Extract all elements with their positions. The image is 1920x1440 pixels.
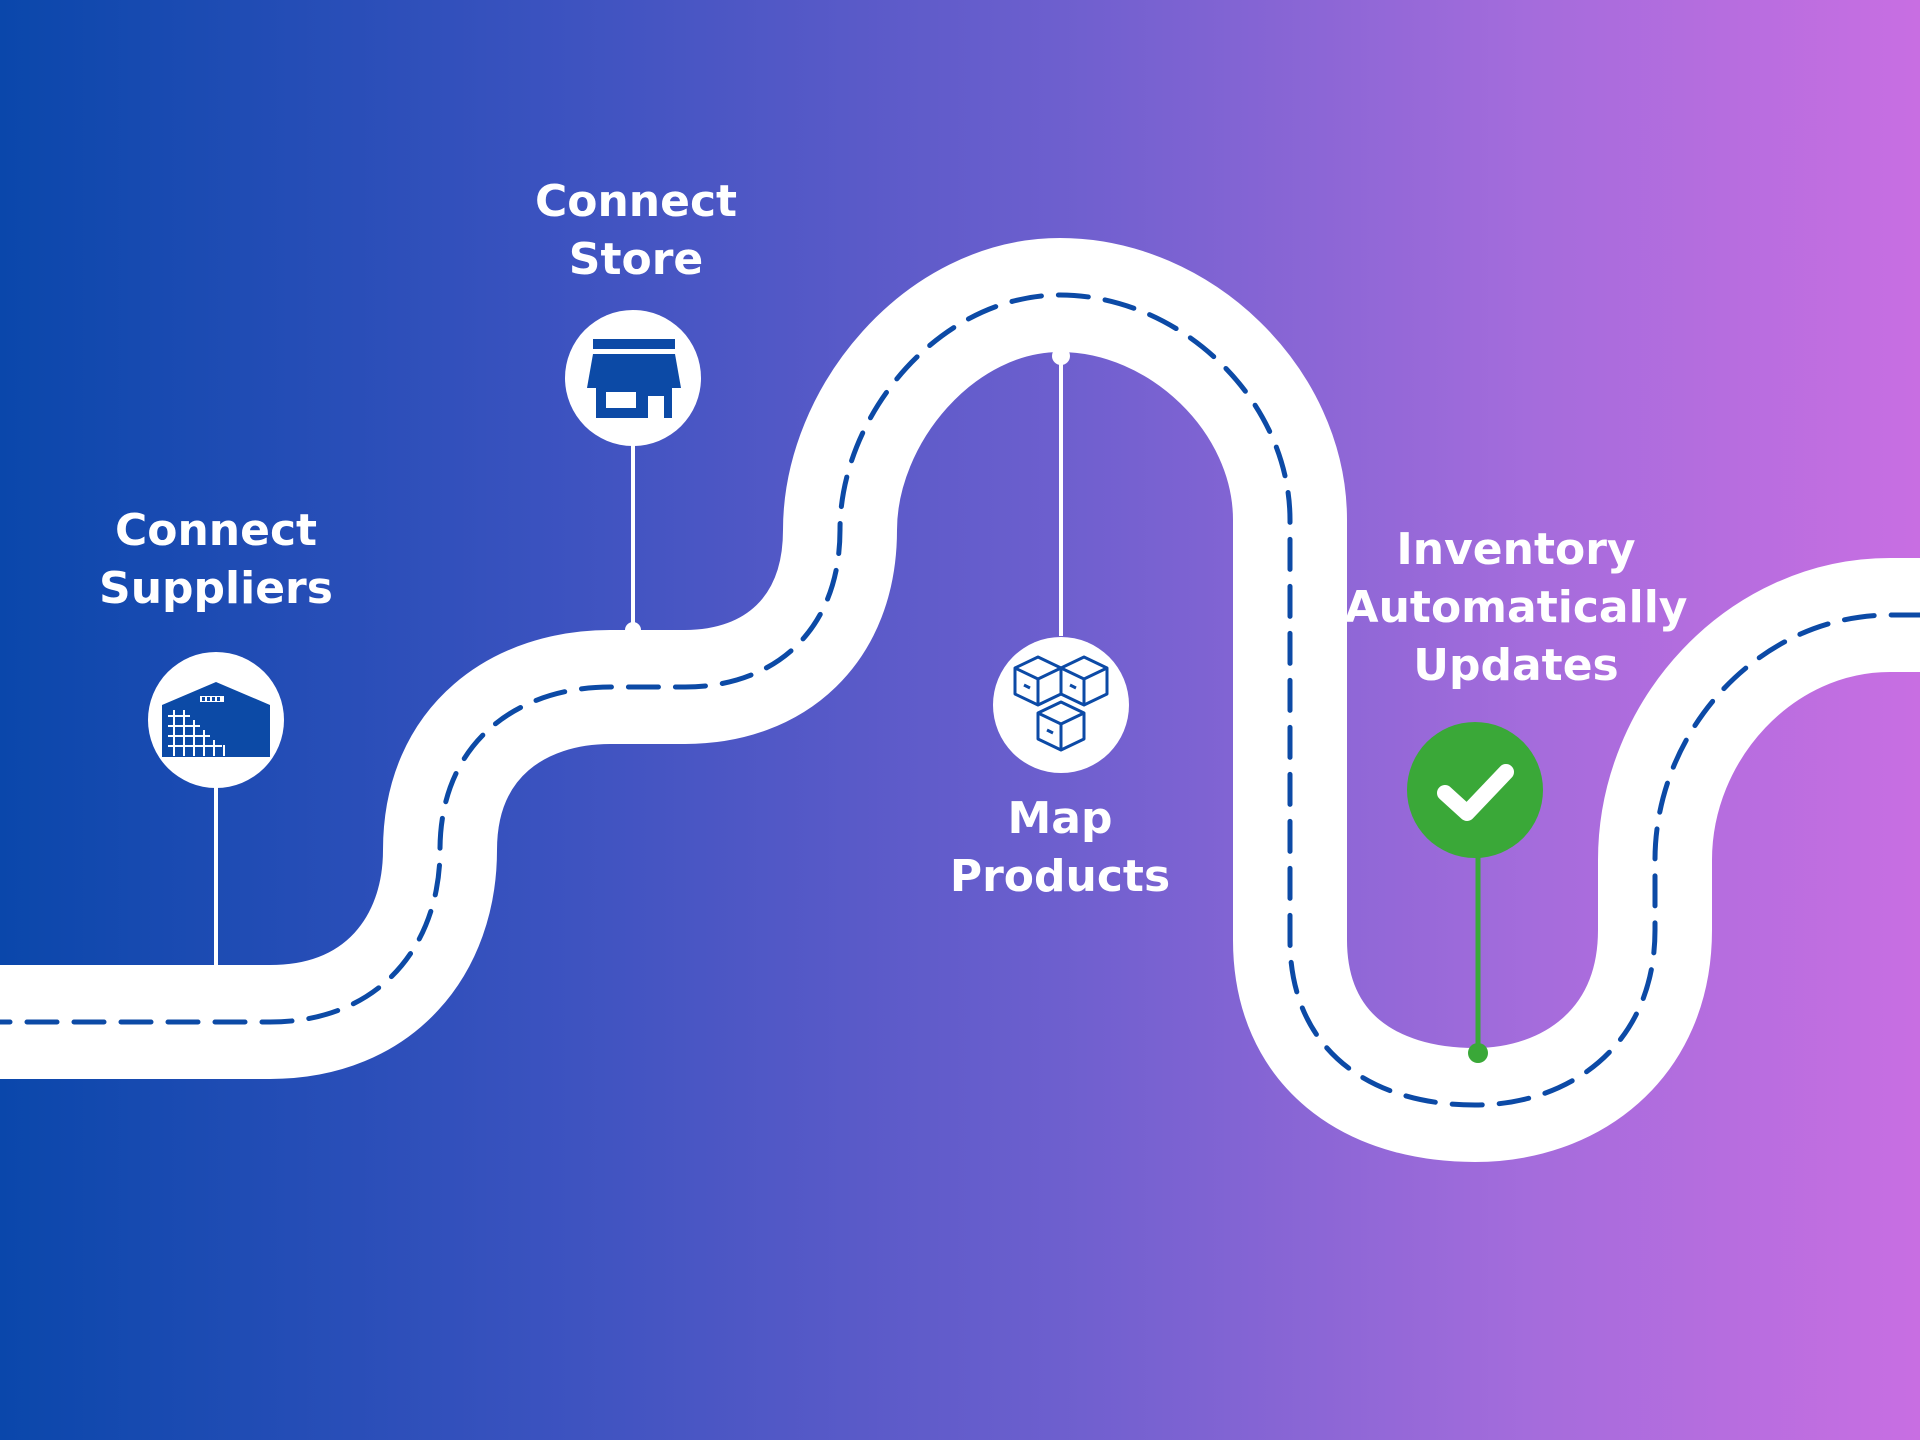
step-label-line: Suppliers: [99, 563, 333, 614]
step-label-line: Connect: [114, 505, 318, 556]
road-lane-markings: [0, 292, 1920, 1108]
step-label-line: Store: [568, 234, 704, 285]
storefront-icon: [565, 310, 701, 446]
pin-dot-products: [1052, 347, 1070, 365]
step-label-line: Automatically: [1344, 582, 1688, 633]
step-label-connect-suppliers: Connect Suppliers: [99, 502, 333, 618]
step-label-line: Products: [949, 851, 1171, 902]
step-label-line: Map: [1007, 793, 1113, 844]
pin-dot-store: [625, 622, 641, 638]
pin-dot-inventory: [1468, 1043, 1488, 1063]
step-label-line: Connect: [534, 176, 738, 227]
checkmark-icon: [1407, 722, 1543, 858]
step-label-line: Updates: [1413, 640, 1619, 691]
step-label-map-products: Map Products: [950, 790, 1170, 906]
step-label-line: Inventory: [1396, 524, 1636, 575]
warehouse-icon: [148, 652, 284, 788]
step-label-inventory-updates: Inventory Automatically Updates: [1345, 521, 1688, 695]
step-label-connect-store: Connect Store: [535, 173, 737, 289]
boxes-icon: [993, 637, 1129, 773]
road: [0, 238, 1920, 1162]
